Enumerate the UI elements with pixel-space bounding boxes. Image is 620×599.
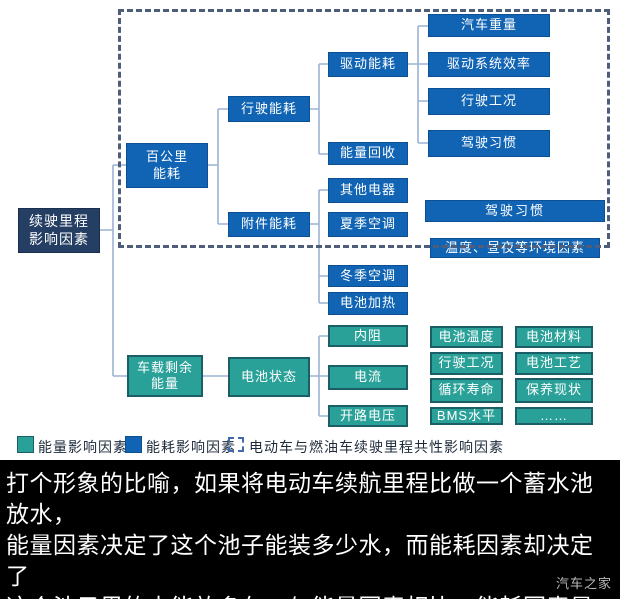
factor-tree-diagram: 续驶里程 影响因素 百公里 能耗 车载剩余 能量 行驶能耗 附件能耗 电池状态 … — [17, 9, 610, 455]
node-vehicle-weight: 汽车重量 — [428, 14, 550, 37]
node-drivetrain-efficiency: 驱动系统效率 — [428, 52, 550, 77]
node-cycle-life: 循环寿命 — [430, 378, 503, 403]
node-battery-state: 电池状态 — [228, 357, 310, 397]
node-drive-consumption: 驱动能耗 — [328, 52, 408, 77]
node-driving-conditions-2: 行驶工况 — [430, 352, 503, 375]
legend-consumption-swatch — [125, 436, 142, 453]
caption-panel: 打个形象的比喻，如果将电动车续航里程比做一个蓄水池放水， 能量因素决定了这个池子… — [0, 460, 620, 599]
node-driving-conditions: 行驶工况 — [428, 88, 550, 115]
node-onboard-remaining-energy: 车载剩余 能量 — [127, 355, 203, 397]
node-current: 电流 — [328, 365, 408, 390]
legend-common-dashed-icon — [228, 437, 244, 452]
node-winter-ac: 冬季空调 — [328, 265, 408, 287]
legend-energy-swatch — [17, 436, 34, 453]
node-battery-material: 电池材料 — [515, 326, 593, 348]
node-range-factors: 续驶里程 影响因素 — [18, 208, 100, 253]
legend-consumption-label: 能耗影响因素 — [146, 439, 236, 455]
legend-energy-label: 能量影响因素 — [38, 439, 128, 455]
node-summer-ac: 夏季空调 — [328, 212, 408, 237]
node-battery-temperature: 电池温度 — [430, 326, 503, 348]
node-battery-process: 电池工艺 — [515, 352, 593, 375]
node-accessory-consumption: 附件能耗 — [228, 212, 310, 237]
legend-common-label: 电动车与燃油车续驶里程共性影响因素 — [249, 439, 504, 455]
node-driving-habits: 驾驶习惯 — [428, 130, 550, 157]
node-open-circuit-voltage: 开路电压 — [328, 405, 408, 427]
autohome-watermark: 汽车之家 — [555, 576, 612, 591]
node-internal-resistance: 内阻 — [328, 325, 408, 347]
node-other-electronics: 其他电器 — [328, 178, 408, 203]
node-driving-consumption: 行驶能耗 — [228, 96, 310, 122]
node-maintenance-status: 保养现状 — [515, 378, 593, 403]
caption-text: 打个形象的比喻，如果将电动车续航里程比做一个蓄水池放水， 能量因素决定了这个池子… — [6, 470, 594, 599]
node-per-100km-consumption: 百公里 能耗 — [126, 143, 208, 188]
node-battery-heating: 电池加热 — [328, 292, 408, 315]
node-environment-factors: 温度、昼夜等环境因素 — [430, 238, 600, 258]
node-bms-level: BMS水平 — [430, 407, 503, 425]
node-driving-habits-wide: 驾驶习惯 — [425, 200, 605, 222]
node-more-ellipsis: …… — [515, 407, 593, 425]
node-energy-recovery: 能量回收 — [328, 142, 408, 165]
